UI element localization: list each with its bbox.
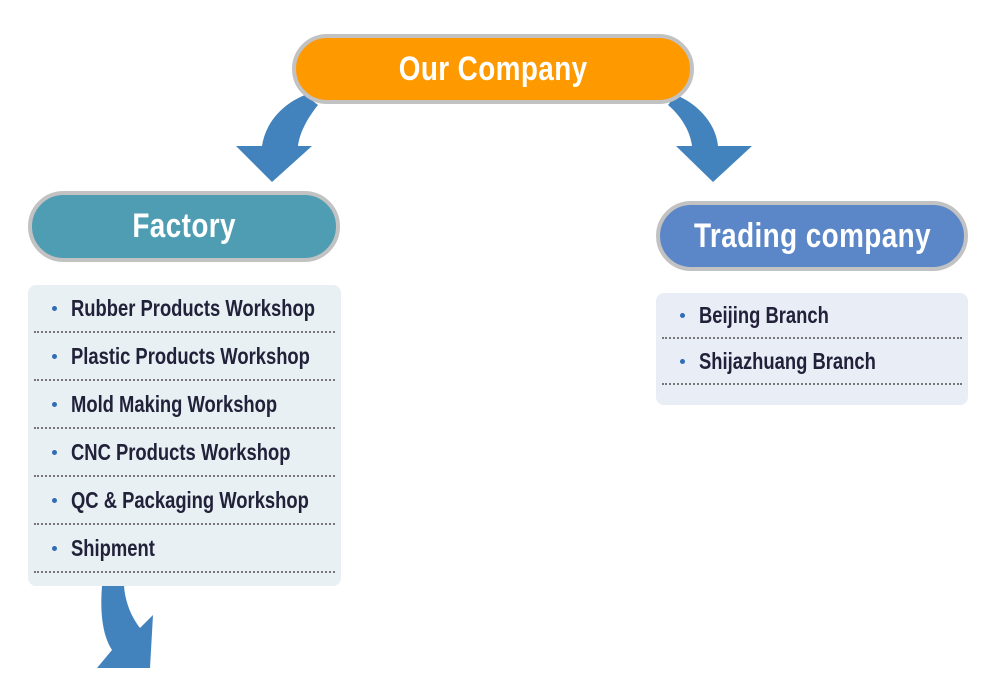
trading-label: Trading company <box>693 216 931 255</box>
item-label: Plastic Products Workshop <box>71 342 310 369</box>
root-node-our-company: Our Company <box>292 34 694 104</box>
arrow-from-factory-icon <box>97 586 153 668</box>
arrow-to-trading-icon <box>668 95 752 182</box>
factory-label: Factory <box>132 207 236 245</box>
bullet-icon <box>52 305 57 311</box>
item-label: Rubber Products Workshop <box>71 294 315 321</box>
item-label: QC & Packaging Workshop <box>71 486 309 513</box>
node-trading-company: Trading company <box>656 201 968 271</box>
bullet-icon <box>52 449 57 455</box>
item-label: Shijazhuang Branch <box>699 347 876 374</box>
list-item: Shipment <box>34 525 335 573</box>
trading-list: Beijing Branch Shijazhuang Branch <box>656 293 968 405</box>
list-item: Plastic Products Workshop <box>34 333 335 381</box>
root-label: Our Company <box>398 49 588 88</box>
item-label: Beijing Branch <box>699 301 829 328</box>
bullet-icon <box>52 497 57 503</box>
factory-list: Rubber Products Workshop Plastic Product… <box>28 285 341 586</box>
bullet-icon <box>680 358 685 364</box>
list-item: Rubber Products Workshop <box>34 285 335 333</box>
bullet-icon <box>52 353 57 359</box>
item-label: Shipment <box>71 534 155 561</box>
bullet-icon <box>52 401 57 407</box>
list-item: QC & Packaging Workshop <box>34 477 335 525</box>
bullet-icon <box>52 545 57 551</box>
item-label: CNC Products Workshop <box>71 438 291 465</box>
list-item: CNC Products Workshop <box>34 429 335 477</box>
item-label: Mold Making Workshop <box>71 390 278 417</box>
list-item: Shijazhuang Branch <box>662 339 962 385</box>
bullet-icon <box>680 312 685 318</box>
arrow-to-factory-icon <box>236 95 318 182</box>
list-item: Beijing Branch <box>662 293 962 339</box>
node-factory: Factory <box>28 191 340 262</box>
list-item: Mold Making Workshop <box>34 381 335 429</box>
